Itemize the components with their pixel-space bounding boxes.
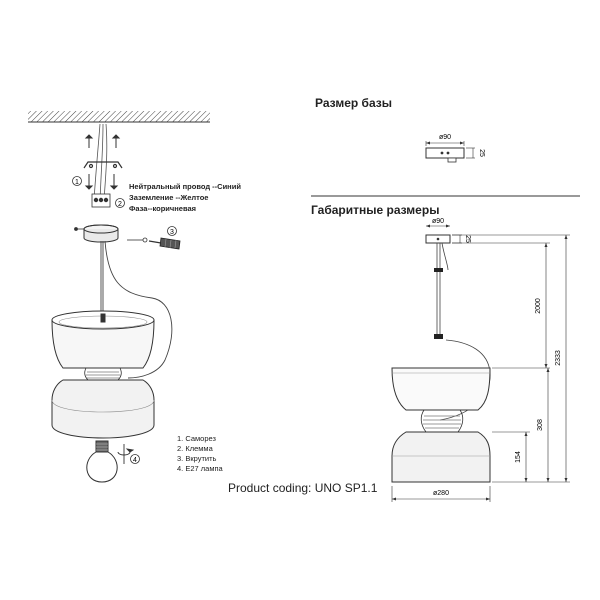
lamp-neck-left — [84, 367, 122, 381]
step-4-marker: 4 — [130, 454, 140, 464]
mounting-bracket — [83, 161, 123, 169]
svg-text:25: 25 — [464, 235, 471, 243]
parts-legend: 1. Саморез 2. Клемма 3. Вкрутить 4. E27 … — [177, 434, 223, 474]
overall-dimensions-title: Габаритные размеры — [311, 203, 440, 217]
lamp-shade-left — [51, 310, 155, 369]
bracket-screws — [84, 174, 119, 190]
product-coding: Product coding: UNO SP1.1 — [228, 481, 378, 495]
base-size-title: Размер базы — [315, 96, 392, 110]
svg-text:3: 3 — [170, 229, 174, 236]
legend-item: 1. Саморез — [177, 434, 216, 443]
svg-text:ø90: ø90 — [432, 218, 444, 225]
terminal-block — [91, 193, 111, 208]
svg-text:308: 308 — [537, 419, 544, 431]
wiring-phase-label: Фаза--коричневая — [129, 204, 197, 213]
ceiling-screws — [84, 134, 121, 148]
svg-text:25: 25 — [478, 149, 485, 157]
base-size-drawing: ø90 25 — [425, 134, 485, 163]
svg-text:ø280: ø280 — [433, 490, 449, 497]
svg-text:2: 2 — [118, 201, 122, 208]
lamp-bulb — [86, 440, 118, 483]
legend-item: 4. E27 лампа — [177, 464, 223, 473]
legend-item: 3. Вкрутить — [177, 454, 217, 463]
step-1-marker: 1 — [72, 176, 82, 186]
rotate-arrow-icon — [117, 444, 135, 464]
supply-wires — [93, 123, 108, 203]
canopy-left — [83, 224, 119, 243]
screwdriver — [148, 237, 181, 250]
svg-text:1: 1 — [75, 179, 79, 186]
svg-text:2000: 2000 — [535, 298, 542, 314]
side-screw — [74, 227, 148, 243]
svg-text:154: 154 — [515, 451, 522, 463]
svg-text:2333: 2333 — [555, 350, 562, 366]
svg-text:4: 4 — [133, 457, 137, 464]
svg-text:ø90: ø90 — [439, 134, 451, 141]
ceiling — [28, 111, 210, 123]
wiring-ground-label: Заземление --Желтое — [129, 193, 209, 202]
wiring-neutral-label: Нейтральный провод --Синий — [129, 182, 241, 191]
legend-item: 2. Клемма — [177, 444, 213, 453]
lamp-base-left — [51, 379, 155, 439]
overall-drawing: ø90 25 — [391, 218, 570, 502]
step-3-marker: 3 — [167, 226, 177, 236]
step-2-marker: 2 — [115, 198, 125, 208]
